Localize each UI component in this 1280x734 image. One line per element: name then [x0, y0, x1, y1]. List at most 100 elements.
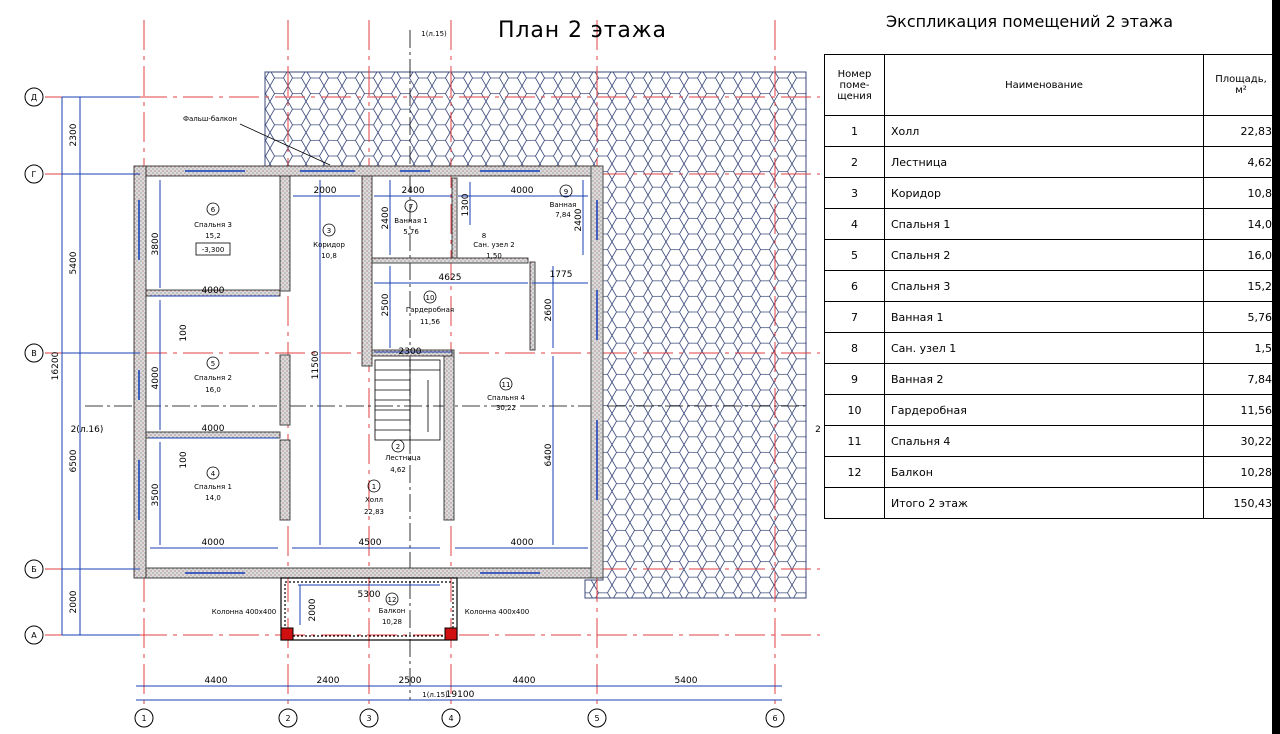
table-cell-name: Спальня 3	[884, 270, 1204, 302]
svg-text:5,76: 5,76	[403, 228, 419, 236]
column-right-label: Колонна 400х400	[465, 608, 530, 616]
false-balcony-label: Фальш-балкон	[183, 115, 237, 123]
table-cell-area: 150,43	[1203, 487, 1279, 519]
room-8: 8 Сан. узел 2 1,50	[473, 232, 515, 260]
inner-dim: 6400	[544, 443, 554, 466]
header-number: Номер поме- щения	[824, 54, 885, 116]
svg-text:Сан. узел 2: Сан. узел 2	[473, 241, 515, 249]
inner-dim: 4000	[202, 538, 225, 548]
grid-row-v: В	[31, 349, 37, 358]
section-right-label: 2	[815, 425, 821, 435]
table-cell-area: 1,5	[1203, 332, 1279, 364]
table-cell-name: Балкон	[884, 456, 1204, 488]
table-cell-area: 14,0	[1203, 208, 1279, 240]
room-9: 9 Ванная 7,84	[550, 184, 576, 219]
header-name: Наименование	[884, 54, 1204, 116]
room-1: 1 Холл 22,83	[364, 479, 384, 516]
dim-left-3: 6500	[69, 449, 79, 472]
dim-bottom-total: 19100	[446, 690, 475, 700]
svg-text:Спальня 4: Спальня 4	[487, 394, 525, 402]
dim-left-4: 2000	[69, 590, 79, 613]
svg-text:8: 8	[482, 232, 486, 240]
table-cell-n: 12	[824, 456, 885, 488]
svg-text:6: 6	[211, 206, 216, 214]
table-cell-n: 6	[824, 270, 885, 302]
table-cell-name: Гардеробная	[884, 394, 1204, 426]
dim-left-total: 16200	[51, 351, 61, 380]
header-area: Площадь, м²	[1203, 54, 1279, 116]
grid-row-a: А	[31, 631, 37, 640]
svg-text:12: 12	[388, 596, 397, 604]
svg-text:16,0: 16,0	[205, 386, 221, 394]
table-cell-area: 11,56	[1203, 394, 1279, 426]
room-3: 3 Коридор 10,8	[313, 223, 345, 260]
table-cell-n: 11	[824, 425, 885, 457]
grid-col-2: 2	[285, 714, 290, 723]
svg-text:Коридор: Коридор	[313, 241, 345, 249]
table-cell-n: 4	[824, 208, 885, 240]
table-cell-area: 4,62	[1203, 146, 1279, 178]
svg-text:11: 11	[502, 381, 511, 389]
svg-text:9: 9	[564, 188, 568, 196]
section-top-label: 1(л.15)	[421, 30, 447, 38]
inner-dim: 2500	[381, 293, 391, 316]
svg-text:Ванная 1: Ванная 1	[394, 217, 427, 225]
inner-dim: 4000	[511, 186, 534, 196]
inner-dim: 4625	[439, 273, 462, 283]
grid-markers	[24, 87, 785, 728]
table-cell-n	[824, 487, 885, 519]
table-cell-n: 3	[824, 177, 885, 209]
table-cell-name: Лестница	[884, 146, 1204, 178]
inner-dim: 1300	[461, 193, 471, 216]
section-bottom-label: 1(л.15)	[422, 691, 448, 699]
svg-text:1,50: 1,50	[486, 252, 502, 260]
svg-text:10,28: 10,28	[382, 618, 402, 626]
inner-dim: 2000	[314, 186, 337, 196]
table-cell-name: Коридор	[884, 177, 1204, 209]
table-cell-area: 5,76	[1203, 301, 1279, 333]
dim-bottom-4: 4400	[513, 676, 536, 686]
svg-text:14,0: 14,0	[205, 494, 221, 502]
room-11: 11 Спальня 4 30,22	[487, 377, 525, 412]
inner-dim: 2000	[308, 598, 318, 621]
svg-text:22,83: 22,83	[364, 508, 384, 516]
room-5: 5 Спальня 2 16,0	[194, 356, 232, 394]
room-labels: 6 Спальня 3 15,2 -3,300 3 Коридор 10,8 7…	[71, 30, 821, 699]
explication-table: Номер поме- щения Наименование Площадь, …	[824, 54, 1279, 519]
table-cell-name: Сан. узел 1	[884, 332, 1204, 364]
inner-dim: 100	[179, 451, 189, 468]
inner-dim: 2600	[544, 298, 554, 321]
inner-dim: 2400	[574, 208, 584, 231]
inner-dim: 4000	[202, 286, 225, 296]
table-cell-n: 7	[824, 301, 885, 333]
svg-text:Спальня 2: Спальня 2	[194, 374, 232, 382]
table-cell-name: Итого 2 этаж	[884, 487, 1204, 519]
table-cell-name: Ванная 2	[884, 363, 1204, 395]
grid-row-g: Г	[32, 170, 37, 179]
grid-col-1: 1	[141, 714, 146, 723]
table-cell-name: Спальня 4	[884, 425, 1204, 457]
grid-col-3: 3	[366, 714, 371, 723]
column-left-label: Колонна 400х400	[212, 608, 277, 616]
inner-dim: 4000	[511, 538, 534, 548]
window-edge	[1272, 0, 1280, 734]
svg-text:11,56: 11,56	[420, 318, 441, 326]
svg-text:7,84: 7,84	[555, 211, 571, 219]
inner-dim: 1775	[550, 270, 573, 280]
grid-col-4: 4	[448, 714, 453, 723]
table-cell-name: Спальня 1	[884, 208, 1204, 240]
svg-text:Гардеробная: Гардеробная	[406, 306, 454, 314]
inner-dim: 2300	[399, 347, 422, 357]
inner-dim: 5300	[358, 590, 381, 600]
table-cell-area: 16,0	[1203, 239, 1279, 271]
